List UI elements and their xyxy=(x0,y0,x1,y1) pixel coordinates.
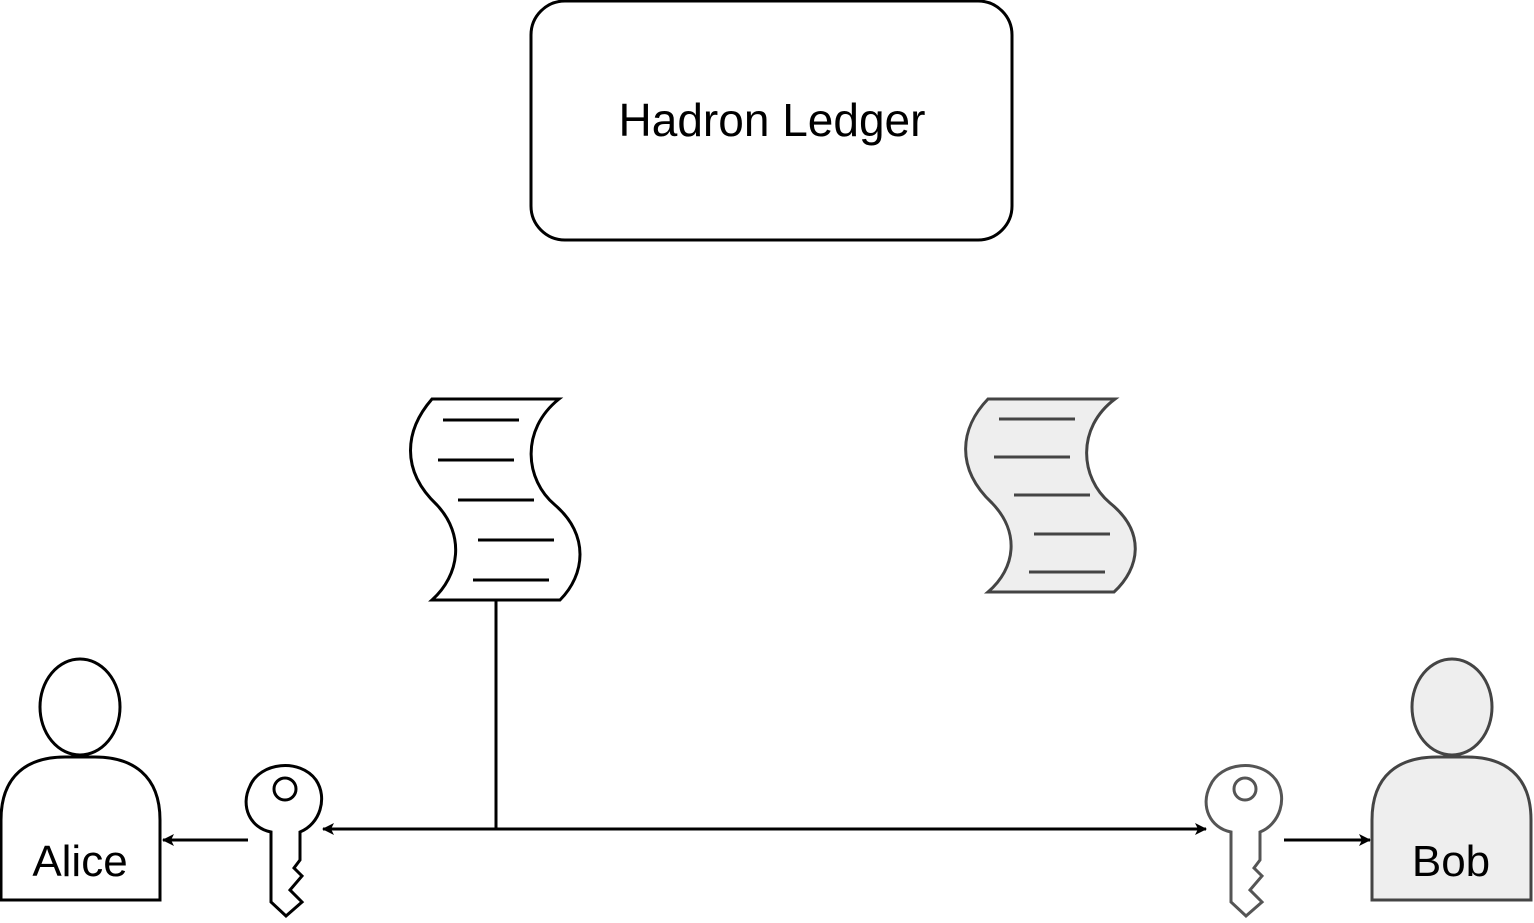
alice-key-body xyxy=(244,764,324,919)
key-icon-bob[interactable] xyxy=(1204,764,1284,919)
document-scroll-icon-right[interactable] xyxy=(964,397,1137,594)
ledger-label: Hadron Ledger xyxy=(619,94,926,146)
document-left-lines xyxy=(438,418,554,582)
alice-body xyxy=(0,755,162,902)
bob-head xyxy=(1410,657,1494,757)
bob-key-hole xyxy=(1232,776,1258,802)
alice-key-hole xyxy=(272,776,298,802)
actor-alice[interactable]: Alice xyxy=(0,657,162,902)
alice-head xyxy=(38,657,122,757)
bob-label: Bob xyxy=(1412,837,1490,886)
document-scroll-icon-left[interactable] xyxy=(409,397,582,602)
ledger-box[interactable]: Hadron Ledger xyxy=(529,0,1014,242)
document-right-lines xyxy=(994,417,1110,574)
connectors xyxy=(162,600,1371,846)
ledger-box-shape xyxy=(529,0,1014,242)
bob-body xyxy=(1370,755,1533,902)
alice-label: Alice xyxy=(32,837,127,886)
bob-key-body xyxy=(1204,764,1284,919)
actor-bob[interactable]: Bob xyxy=(1370,657,1533,902)
key-icon-alice[interactable] xyxy=(244,764,324,919)
